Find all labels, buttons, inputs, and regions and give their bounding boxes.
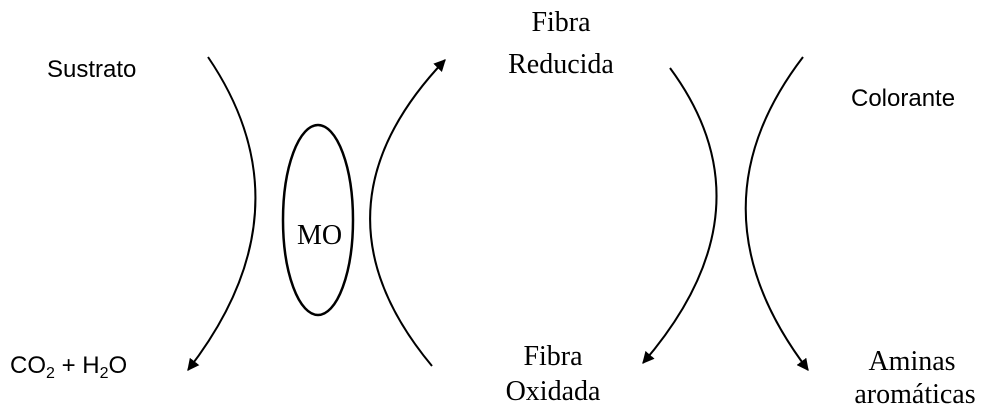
plus-h: + H [54,352,100,379]
label-fibra-oxidada-1: Fibra [523,341,583,372]
mo-ellipse [281,123,355,317]
arc-colorante-to-aminas [744,56,809,371]
label-co2-h2o: CO2 + H2O [10,352,128,382]
label-aminas-2: aromáticas [854,379,976,410]
arc-sustrato-to-co2 [187,56,257,371]
arc-to-fibra-reducida [369,59,446,367]
label-mo: MO [297,220,343,251]
label-sustrato: Sustrato [47,56,137,83]
label-aminas-1: Aminas [868,346,956,377]
h2o-subscript: 2 [99,365,109,382]
o-suffix: O [108,352,128,379]
label-colorante: Colorante [851,85,956,112]
label-fibra-reducida-1: Fibra [531,7,591,38]
co2-subscript: 2 [46,365,55,382]
arc-reducida-to-oxidada [642,67,718,364]
co2-prefix: CO [10,352,46,379]
label-fibra-oxidada-2: Oxidada [505,376,601,407]
label-fibra-reducida-2: Reducida [508,49,614,80]
